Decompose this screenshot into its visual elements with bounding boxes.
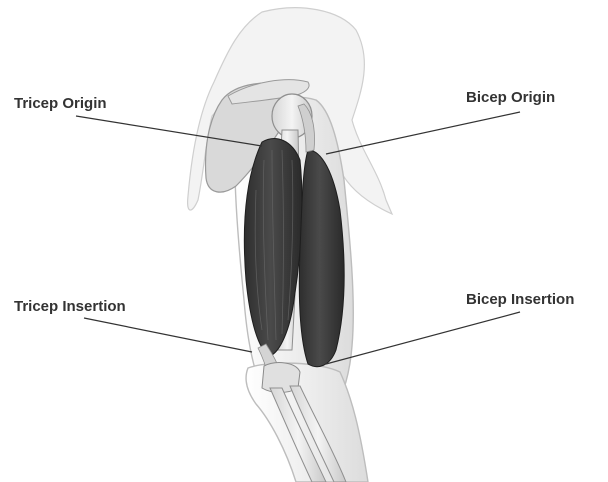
tricep-origin-label: Tricep Origin <box>14 96 107 111</box>
bicep-insertion-leader <box>326 312 520 364</box>
bicep-origin-label: Bicep Origin <box>466 90 555 105</box>
tricep-insertion-label: Tricep Insertion <box>14 299 126 314</box>
bicep-insertion-label: Bicep Insertion <box>466 292 574 307</box>
tricep-insertion-leader <box>84 318 252 352</box>
